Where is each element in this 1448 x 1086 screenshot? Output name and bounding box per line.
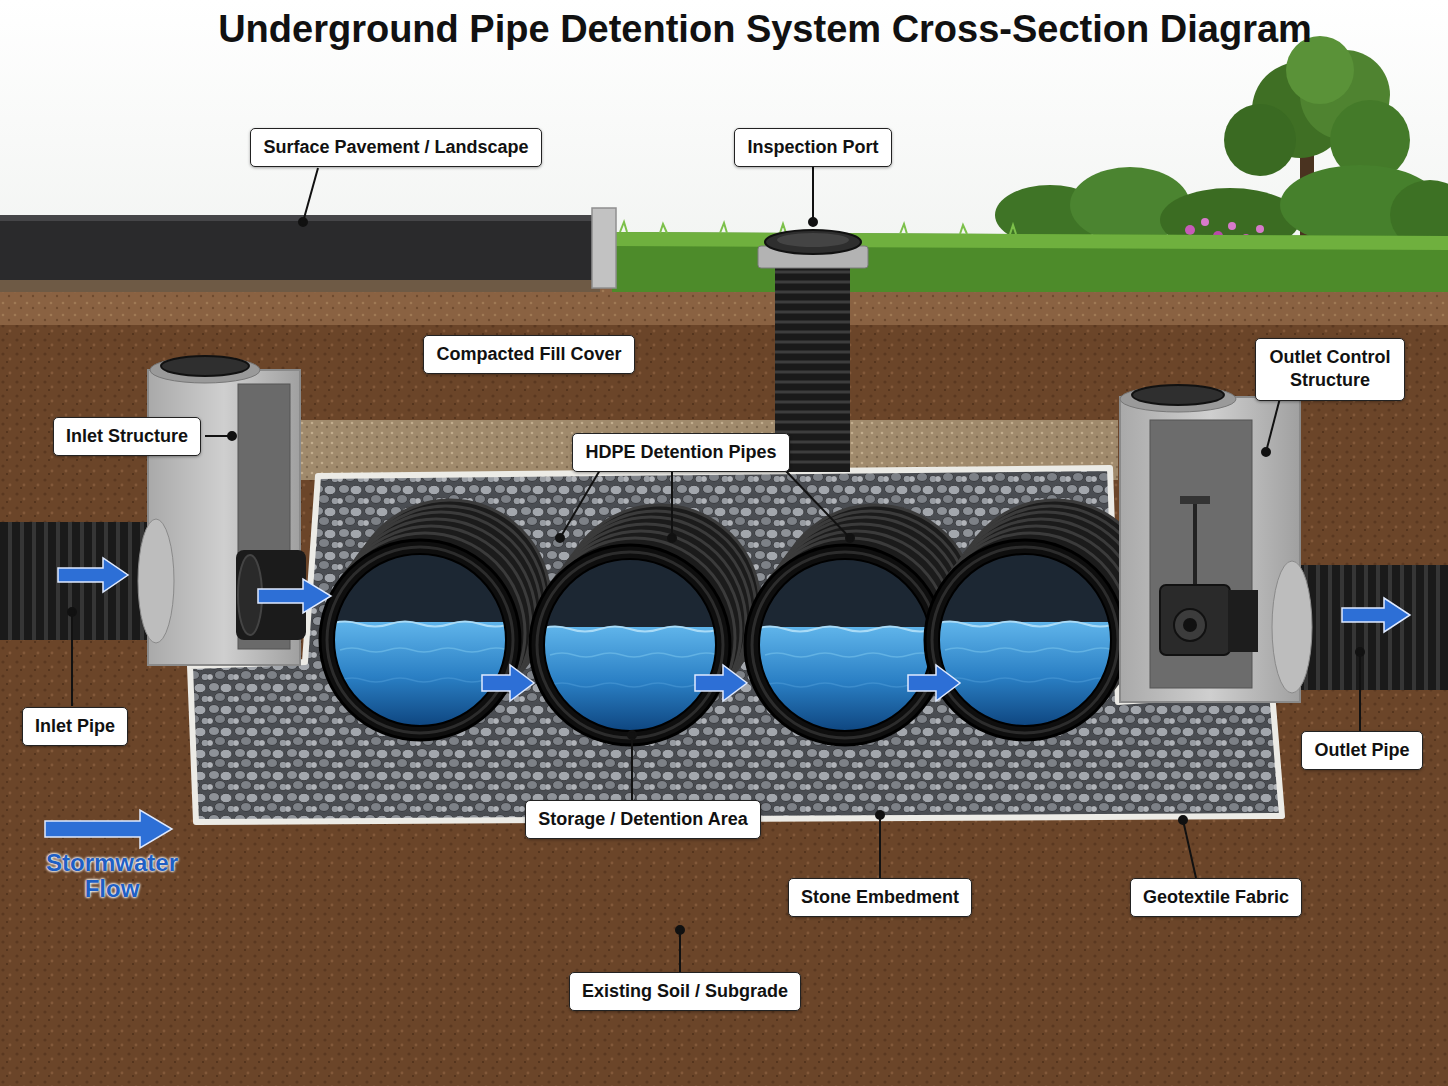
callout-label: Compacted Fill Cover xyxy=(423,335,634,374)
callout-label: Geotextile Fabric xyxy=(1130,878,1302,917)
callout-label: Existing Soil / Subgrade xyxy=(569,972,801,1011)
callout-label: Surface Pavement / Landscape xyxy=(250,128,541,167)
callout-label: Outlet Control Structure xyxy=(1255,338,1405,401)
callout-label: HDPE Detention Pipes xyxy=(572,433,789,472)
legend-arrow xyxy=(45,810,172,848)
diagram-title: Underground Pipe Detention System Cross-… xyxy=(218,8,1312,51)
callout-label: Inlet Structure xyxy=(53,417,201,456)
callout-label: Storage / Detention Area xyxy=(525,800,760,839)
legend-text: Stormwater Flow xyxy=(32,850,192,903)
callout-label: Outlet Pipe xyxy=(1301,731,1422,770)
callout-label: Stone Embedment xyxy=(788,878,972,917)
callout-label: Inspection Port xyxy=(734,128,891,167)
callout-label: Inlet Pipe xyxy=(22,707,128,746)
